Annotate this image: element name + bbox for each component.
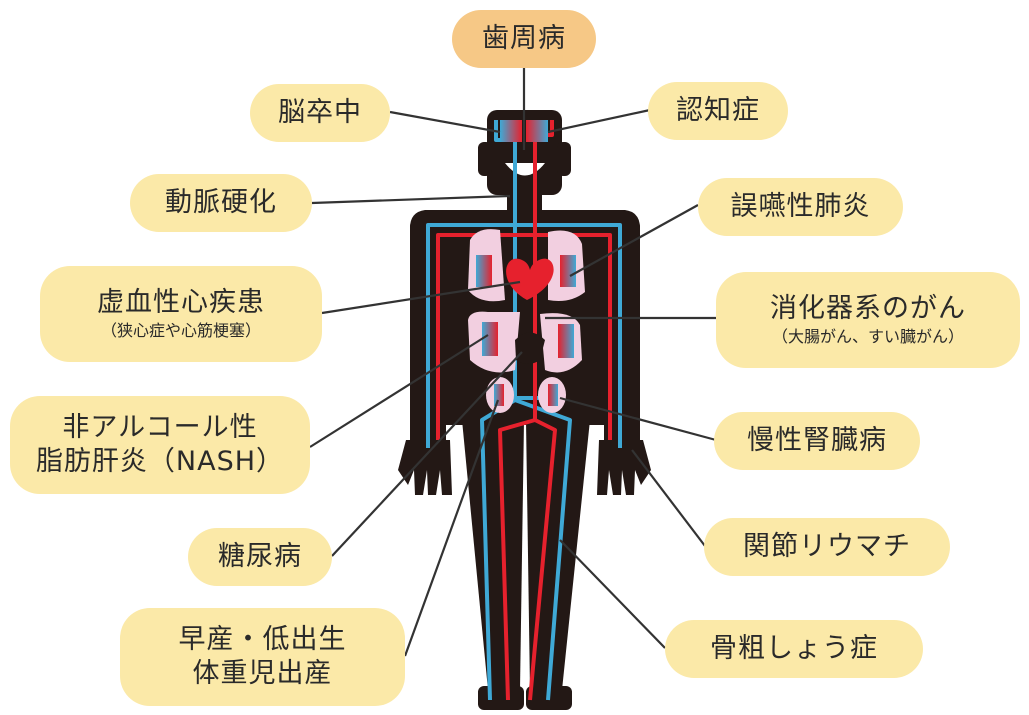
label-periodontal-disease: 歯周病 xyxy=(452,10,596,68)
label-ischemic-heart-disease: 虚血性心疾患 （狭心症や心筋梗塞） xyxy=(40,266,322,362)
label-arteriosclerosis: 動脈硬化 xyxy=(130,174,312,232)
label-text: 虚血性心疾患 xyxy=(97,286,265,320)
brain-left xyxy=(500,120,522,142)
label-text: 歯周病 xyxy=(482,22,566,56)
label-text: 慢性腎臓病 xyxy=(747,424,887,458)
label-text: 骨粗しょう症 xyxy=(710,632,878,666)
label-text: 消化器系のがん xyxy=(770,292,966,326)
label-text: 糖尿病 xyxy=(218,540,302,574)
label-diabetes: 糖尿病 xyxy=(188,528,332,586)
label-subtext: （狭心症や心筋梗塞） xyxy=(101,321,261,342)
kidney-left-vessel xyxy=(494,384,504,406)
stomach-vessel xyxy=(558,324,574,358)
brain-right xyxy=(526,120,548,142)
label-digestive-cancer: 消化器系のがん （大腸がん、すい臓がん） xyxy=(716,272,1020,368)
label-text: 関節リウマチ xyxy=(743,530,911,564)
label-aspiration-pneumonia: 誤嚥性肺炎 xyxy=(698,178,903,236)
lung-left-vessel xyxy=(476,255,492,287)
label-stroke: 脳卒中 xyxy=(250,84,390,142)
label-text: 認知症 xyxy=(676,94,760,128)
body-silhouette xyxy=(398,110,651,710)
label-text: 誤嚥性肺炎 xyxy=(731,190,871,224)
label-subtext: （大腸がん、すい臓がん） xyxy=(772,327,964,348)
label-osteoporosis: 骨粗しょう症 xyxy=(665,620,923,678)
label-text: 早産・低出生 体重児出産 xyxy=(179,623,347,691)
label-text: 脳卒中 xyxy=(278,96,362,130)
label-nash: 非アルコール性 脂肪肝炎（NASH） xyxy=(10,396,310,494)
lung-right-vessel xyxy=(560,255,576,287)
label-chronic-kidney-disease: 慢性腎臓病 xyxy=(714,412,920,470)
label-text: 動脈硬化 xyxy=(165,186,277,220)
label-rheumatoid-arthritis: 関節リウマチ xyxy=(704,518,950,576)
label-preterm-birth: 早産・低出生 体重児出産 xyxy=(120,608,405,706)
kidney-right-vessel xyxy=(548,384,558,406)
liver-vessel xyxy=(482,322,498,356)
label-text: 非アルコール性 脂肪肝炎（NASH） xyxy=(36,411,284,479)
label-dementia: 認知症 xyxy=(648,82,788,140)
